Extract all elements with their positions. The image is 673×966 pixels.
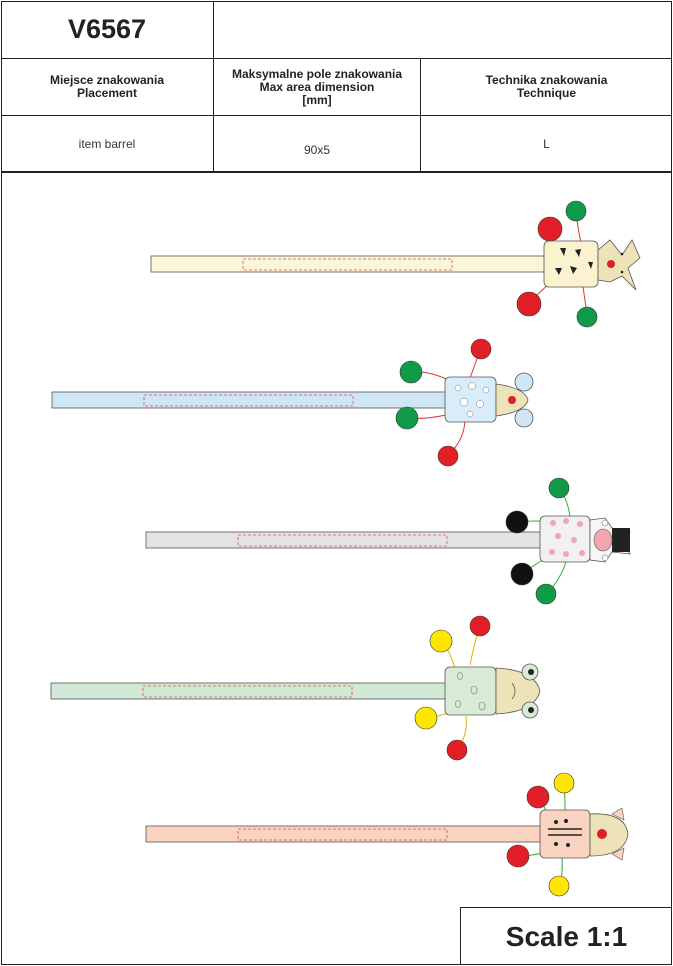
product-code: V6567	[67, 14, 147, 44]
table-line-h2	[1, 115, 672, 116]
pencil-barrel	[51, 391, 448, 409]
technique-value: L	[543, 136, 550, 151]
table-line-v2	[420, 58, 421, 172]
table-line-v1	[213, 1, 214, 172]
max-area-value: 90x5	[303, 142, 331, 157]
scale-label: Scale 1:1	[505, 920, 628, 952]
pencil-frog	[50, 615, 541, 761]
scale-box	[460, 907, 672, 965]
pencil-barrel	[145, 531, 542, 549]
pencil-pig	[145, 772, 629, 897]
pencil-cow	[145, 477, 631, 605]
pencil-barrel	[145, 825, 542, 843]
pencil-barrel	[150, 255, 547, 273]
pencil-mouse	[51, 338, 534, 467]
placement-value: item barrel	[78, 136, 136, 151]
max-area-header: Maksymalne pole znakowania Max area dime…	[231, 66, 403, 107]
table-line-h1	[1, 58, 672, 59]
pencil-cat	[150, 200, 641, 328]
table-line-h3	[1, 171, 672, 173]
placement-header: Miejsce znakowania Placement	[49, 73, 165, 100]
technique-header: Technika znakowania Technique	[485, 73, 608, 100]
pencil-barrel	[50, 682, 447, 700]
